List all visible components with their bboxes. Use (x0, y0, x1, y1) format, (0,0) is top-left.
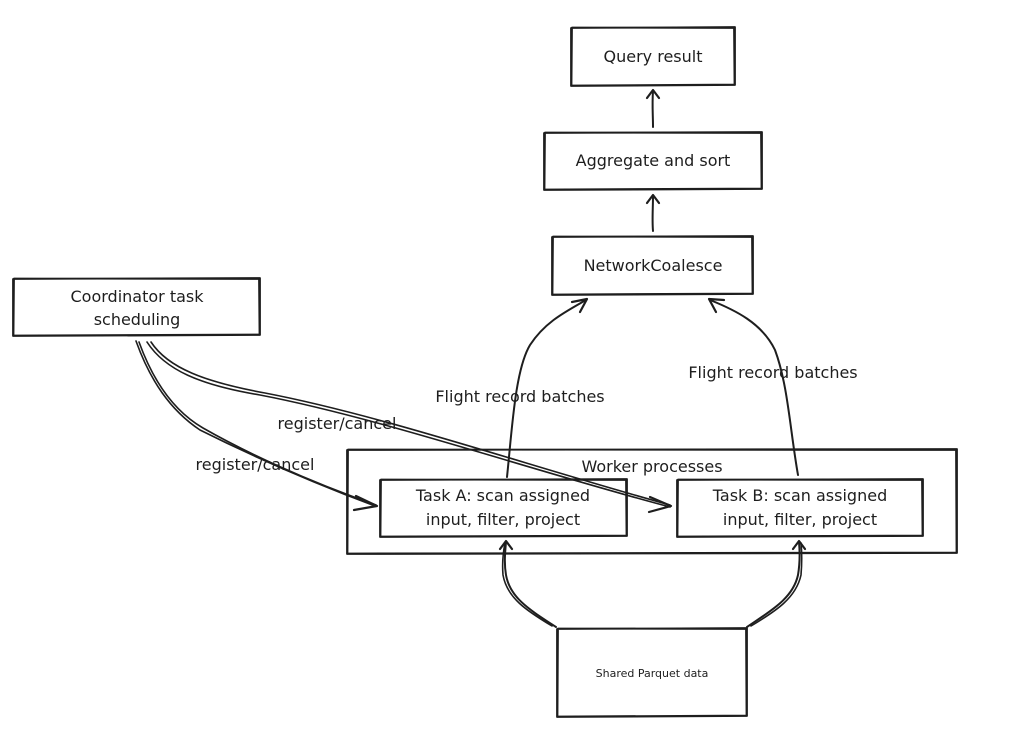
query-result-node: Query result (570, 26, 736, 87)
edge-label-flight-a: Flight record batches (435, 387, 604, 406)
edge-task-a-to-coalesce (506, 297, 589, 478)
edge-label-register-cancel-a: register/cancel (196, 455, 315, 474)
shared-parquet-node: Shared Parquet data (556, 627, 748, 718)
aggregate-sort-label: Aggregate and sort (576, 151, 731, 170)
edge-label-register-cancel-b: register/cancel (278, 414, 397, 433)
query-result-label: Query result (604, 47, 703, 66)
worker-processes-group: Worker processes (346, 448, 958, 555)
shared-parquet-label: Shared Parquet data (596, 667, 709, 680)
task-b-label-line1: Task B: scan assigned (712, 486, 887, 505)
edge-coalesce-to-aggregate (645, 193, 661, 232)
edge-coordinator-to-task-b (146, 341, 673, 514)
task-a-label-line1: Task A: scan assigned (415, 486, 590, 505)
edge-task-b-to-coalesce (707, 297, 799, 476)
network-coalesce-label: NetworkCoalesce (584, 256, 723, 275)
edge-aggregate-to-query-result (645, 88, 661, 128)
coordinator-label-line2: scheduling (94, 310, 181, 329)
edge-coordinator-to-task-a (135, 340, 379, 512)
coordinator-label-line1: Coordinator task (71, 287, 205, 306)
edge-parquet-to-task-b (746, 539, 807, 628)
aggregate-sort-node: Aggregate and sort (543, 131, 763, 191)
coordinator-node: Coordinator task scheduling (12, 277, 261, 337)
task-a-label-line2: input, filter, project (426, 510, 580, 529)
task-b-label-line2: input, filter, project (723, 510, 877, 529)
edge-label-flight-b: Flight record batches (688, 363, 857, 382)
task-a-node: Task A: scan assigned input, filter, pro… (379, 478, 628, 538)
task-b-node: Task B: scan assigned input, filter, pro… (676, 478, 924, 538)
worker-processes-label: Worker processes (581, 457, 722, 476)
network-coalesce-node: NetworkCoalesce (551, 235, 754, 296)
edge-parquet-to-task-a (498, 539, 557, 628)
